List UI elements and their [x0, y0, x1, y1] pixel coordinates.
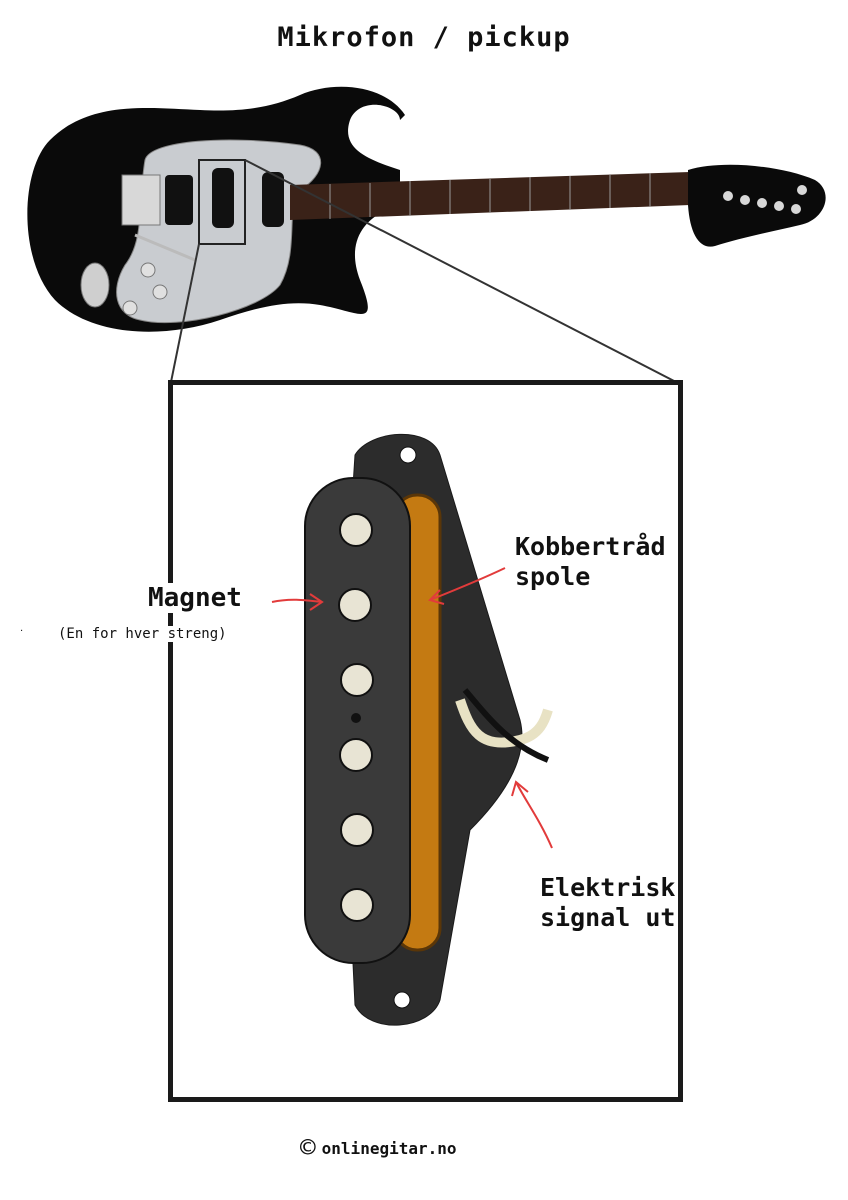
magnet-label: Magnet: [148, 583, 242, 613]
coil-label-line1: Kobbertråd: [515, 532, 666, 561]
pickup-middle: [212, 168, 234, 228]
zoom-frame: [168, 380, 683, 1102]
arrow-magnet-head: [309, 593, 324, 611]
mounting-hole-bottom: [393, 991, 411, 1009]
pickup-neck: [262, 172, 284, 227]
arrow-signal-head: [511, 780, 529, 797]
arrow-magnet: [271, 598, 323, 603]
output-wire-black: [462, 688, 550, 763]
page-title: Mikrofon / pickup: [277, 22, 571, 53]
zoom-line-left: [170, 243, 200, 383]
headstock: [688, 164, 826, 247]
jack-plate: [80, 262, 110, 308]
site-name: onlinegitar.no: [321, 1138, 457, 1158]
coil-label-line2: spole: [515, 562, 591, 591]
pickup-highlight-box: [198, 159, 246, 245]
pole-pieces: [338, 513, 374, 922]
tremolo-arm: [134, 233, 196, 262]
arrow-signal: [515, 781, 553, 849]
footer: © onlinegitar.no: [300, 1135, 457, 1161]
copyright-icon: ©: [300, 1133, 316, 1163]
bridge: [121, 174, 161, 226]
knob: [140, 262, 156, 278]
stray-dot: ·: [20, 626, 24, 637]
signal-label-line2: signal ut: [540, 903, 676, 932]
arrow-coil-head: [428, 589, 445, 605]
knob: [152, 284, 168, 300]
output-wire-white: [455, 698, 553, 748]
arrow-coil: [429, 567, 506, 601]
mounting-hole-top: [399, 446, 417, 464]
signal-label-line1: Elektrisk: [540, 873, 676, 902]
pickup-bridge: [165, 175, 193, 225]
knob: [122, 300, 138, 316]
magnet-sublabel: (En for hver streng): [58, 626, 227, 642]
zoom-line-right: [244, 159, 677, 383]
